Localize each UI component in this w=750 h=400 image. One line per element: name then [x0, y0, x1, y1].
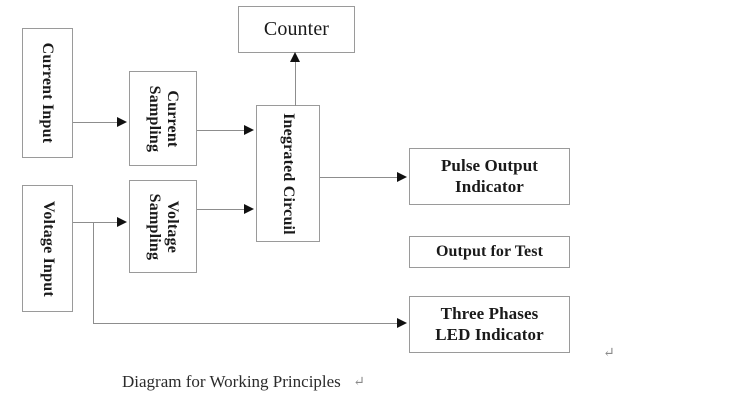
connector-voltage-branch-vertical — [93, 222, 94, 324]
block-output-for-test: Output for Test — [409, 236, 570, 268]
block-voltage-sampling-line1: Voltage — [163, 200, 181, 253]
connector-voltage-input-to-voltage-sampling — [73, 222, 119, 223]
block-current-sampling-line1: Current — [163, 89, 181, 148]
block-pulse-output-text: Pulse Output Indicator — [441, 156, 538, 196]
arrowhead-integrated-circuit-in-bottom — [244, 204, 254, 214]
block-three-phases-led-text: Three Phases LED Indicator — [435, 304, 544, 344]
diagram-caption-text: Diagram for Working Principles — [122, 372, 341, 391]
block-current-sampling: Current Sampling — [129, 71, 197, 166]
diagram-caption: Diagram for Working Principles ↵ — [122, 372, 365, 392]
connector-integrated-circuit-to-pulse-output — [320, 177, 399, 178]
connector-integrated-circuit-to-counter — [295, 62, 296, 106]
block-integrated-circuit: Inegrated Circuil — [256, 105, 320, 242]
block-pulse-output-line1: Pulse Output — [440, 156, 539, 176]
connector-current-sampling-to-integrated-circuit — [197, 130, 246, 131]
arrowhead-three-phases-led-in — [397, 318, 407, 328]
arrowhead-counter-in — [290, 52, 300, 62]
block-current-sampling-label: Current Sampling — [145, 85, 181, 152]
arrowhead-current-sampling-in — [117, 117, 127, 127]
connector-current-input-to-current-sampling — [73, 122, 119, 123]
return-mark-icon-right: ↵ — [603, 346, 615, 361]
block-counter-label: Counter — [263, 17, 330, 40]
block-output-for-test-label: Output for Test — [435, 242, 543, 260]
block-counter: Counter — [238, 6, 355, 53]
block-voltage-input-label: Voltage Input — [39, 200, 57, 297]
block-voltage-input: Voltage Input — [22, 185, 73, 312]
connector-voltage-sampling-to-integrated-circuit — [197, 209, 246, 210]
block-current-sampling-line2: Sampling — [146, 85, 164, 152]
block-voltage-sampling: Voltage Sampling — [129, 180, 197, 273]
block-voltage-sampling-line2: Sampling — [146, 193, 164, 260]
block-integrated-circuit-label: Inegrated Circuil — [279, 112, 297, 235]
block-current-input: Current Input — [22, 28, 73, 158]
arrowhead-voltage-sampling-in — [117, 217, 127, 227]
block-three-phases-led-indicator: Three Phases LED Indicator — [409, 296, 570, 353]
connector-voltage-input-to-three-phases-led — [93, 323, 399, 324]
block-pulse-output-indicator: Pulse Output Indicator — [409, 148, 570, 205]
block-voltage-sampling-label: Voltage Sampling — [145, 193, 181, 260]
return-mark-icon-caption: ↵ — [353, 375, 365, 390]
block-three-phases-led-line2: LED Indicator — [435, 324, 544, 344]
arrowhead-integrated-circuit-in-top — [244, 125, 254, 135]
arrowhead-pulse-output-in — [397, 172, 407, 182]
block-current-input-label: Current Input — [39, 42, 57, 144]
block-pulse-output-line2: Indicator — [455, 176, 524, 196]
block-three-phases-led-line1: Three Phases — [440, 304, 539, 324]
